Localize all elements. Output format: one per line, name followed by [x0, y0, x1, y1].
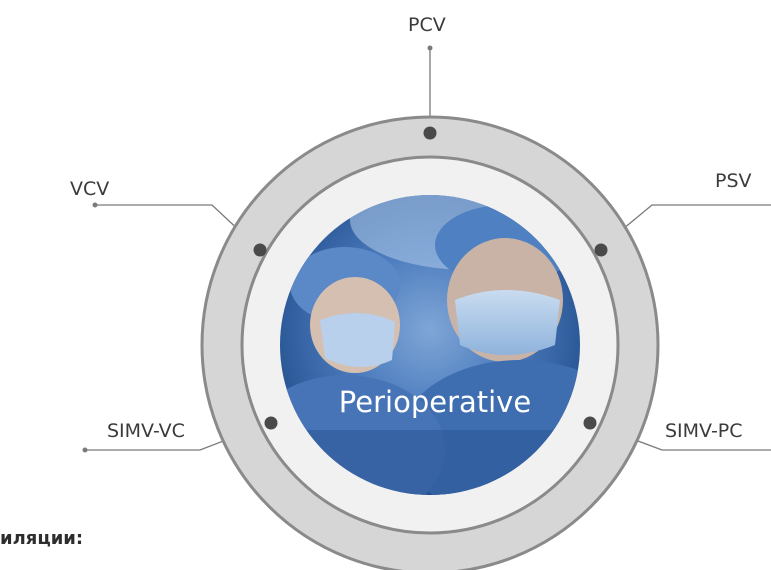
footer-text: иляции:	[0, 528, 84, 549]
node-psv	[594, 243, 608, 257]
node-simv-pc	[583, 416, 597, 430]
center-label: Perioperative	[338, 385, 532, 419]
node-simv-vc	[264, 416, 278, 430]
mode-label-psv: PSV	[715, 170, 752, 192]
label-end-dots	[82, 45, 433, 453]
node-pcv	[423, 126, 437, 140]
ring-nodes	[253, 126, 608, 430]
mode-label-simv-pc: SIMV-PC	[665, 420, 743, 442]
end-dot-simv-vc	[82, 447, 88, 453]
end-dot-vcv	[92, 202, 98, 208]
node-vcv	[253, 243, 267, 257]
mode-label-pcv: PCV	[408, 14, 446, 36]
mode-label-simv-vc: SIMV-VC	[107, 420, 185, 442]
mode-label-vcv: VCV	[70, 178, 110, 200]
end-dot-pcv	[427, 45, 433, 51]
surgeons-photo	[280, 195, 580, 495]
